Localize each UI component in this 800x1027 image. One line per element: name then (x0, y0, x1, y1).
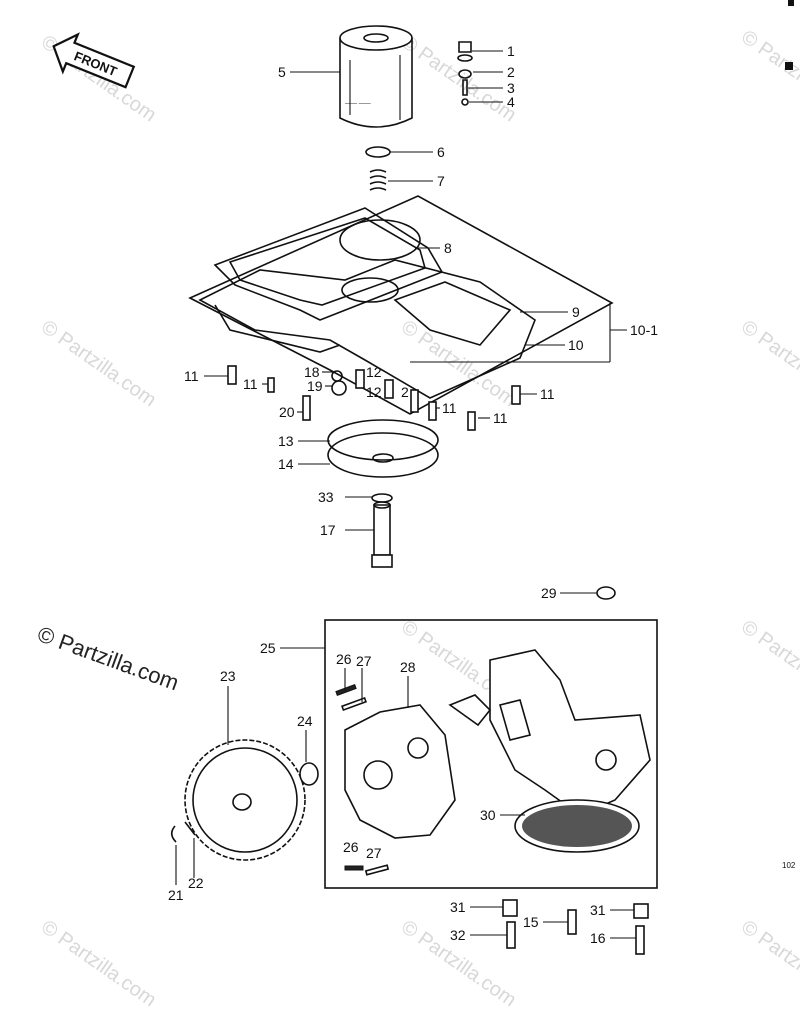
oil-pan (198, 259, 536, 399)
retaining-clips (170, 821, 196, 843)
callout-28: 28 (400, 659, 416, 675)
relief-spring (369, 169, 387, 191)
callout-17: 17 (320, 522, 336, 538)
callout-13: 13 (278, 433, 294, 449)
bottom-fasteners (502, 899, 649, 955)
watermark-text: © Partzilla.com (737, 916, 800, 1011)
callout-9: 9 (572, 304, 580, 320)
callout-21: 21 (168, 887, 184, 903)
callout-24: 24 (297, 713, 313, 729)
oil-strainer-cup (327, 419, 439, 478)
callout-18: 18 (304, 364, 320, 380)
callout-11: 11 (493, 410, 508, 426)
callout-10: 10 (568, 337, 584, 353)
edge-mark (785, 62, 793, 70)
callout-11: 11 (442, 400, 457, 416)
callout-11: 11 (243, 376, 258, 392)
gear-washer (299, 762, 319, 786)
washer (596, 586, 616, 600)
callout-22: 22 (188, 875, 204, 891)
callout-32: 32 (450, 927, 466, 943)
front-arrow-sign: FRONT (52, 32, 136, 89)
drain-plug-set (457, 41, 473, 106)
leader-lines (175, 50, 636, 939)
callout-5: 5 (278, 64, 286, 80)
oil-pan-assembly-outline (188, 195, 614, 415)
callout-labels: 1 2 3 4 5 6 7 8 9 10 10-1 11 11 11 11 11… (168, 43, 658, 946)
pump-drive-gear (184, 739, 306, 861)
callout-3: 3 (507, 80, 515, 96)
watermark-text: © Partzilla.com (737, 26, 800, 121)
oil-pump-body (448, 649, 651, 816)
callout-2: 2 (507, 64, 515, 80)
callout-1: 1 (507, 43, 515, 59)
oil-pump-assembly-box (324, 619, 658, 889)
callout-29: 29 (541, 585, 557, 601)
callout-4: 4 (507, 94, 515, 110)
edge-mark (788, 0, 794, 6)
watermark-text: © Partzilla.com (37, 916, 160, 1011)
callout-23: 23 (220, 668, 236, 684)
filter-gasket (365, 146, 391, 158)
callout-27: 27 (366, 845, 382, 861)
oil-pipe (371, 501, 393, 568)
callout-19: 19 (307, 378, 323, 394)
watermark-text: © Partzilla.com (737, 616, 800, 711)
callout-12: 12 (366, 384, 382, 400)
pipe-o-ring (371, 493, 393, 503)
svg-text:—— ——: —— —— (345, 101, 371, 107)
callout-8: 8 (444, 240, 452, 256)
callout-11: 11 (184, 368, 199, 384)
callout-7: 7 (437, 173, 445, 189)
pump-cover (344, 704, 456, 839)
callout-26: 26 (343, 839, 359, 855)
callout-25: 25 (260, 640, 276, 656)
oil-filter: —— —— (339, 25, 413, 128)
watermark-text: © Partzilla.com (37, 316, 160, 411)
callout-31: 31 (450, 899, 466, 915)
callout-6: 6 (437, 144, 445, 160)
callout-33: 33 (318, 489, 334, 505)
pan-bolts (227, 365, 521, 431)
cover-screws-bottom (344, 864, 390, 876)
callout-26: 26 (336, 651, 352, 667)
callout-15: 15 (523, 914, 539, 930)
diagram-code: 102 (782, 861, 796, 870)
callout-11: 11 (540, 386, 555, 402)
watermark-text: © Partzilla.com (737, 316, 800, 411)
callout-27: 27 (356, 653, 372, 669)
callout-10-1: 10-1 (630, 322, 658, 338)
callout-30: 30 (480, 807, 496, 823)
oil-pan-gasket (213, 207, 444, 321)
callout-16: 16 (590, 930, 606, 946)
callout-2: 2 (401, 384, 409, 400)
callout-20: 20 (279, 404, 295, 420)
callout-12: 12 (366, 364, 382, 380)
callout-14: 14 (278, 456, 294, 472)
watermark-main: © Partzilla.com (34, 621, 182, 695)
callout-31: 31 (590, 902, 606, 918)
oil-screen (514, 799, 640, 853)
watermark-layer: © Partzilla.com © Partzilla.com © Partzi… (37, 26, 800, 1011)
